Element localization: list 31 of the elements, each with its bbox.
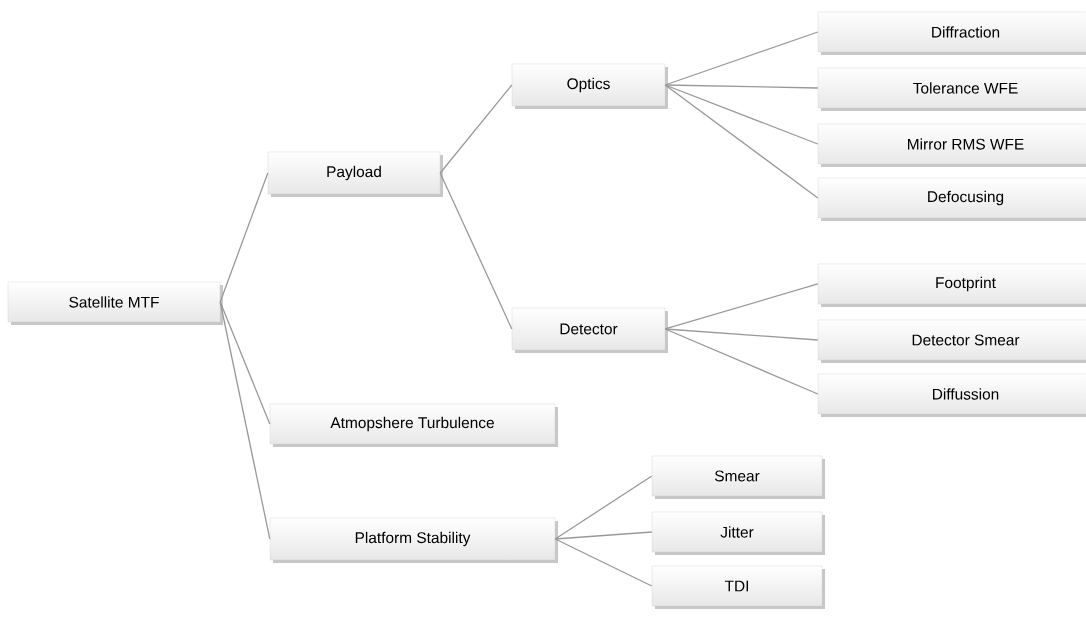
connector-line	[554, 531, 653, 540]
box-node: Smear	[651, 455, 825, 499]
box-node: Detector	[511, 307, 668, 353]
connector-line	[439, 172, 513, 330]
connector-line	[219, 172, 269, 303]
box-node: Mirror RMS WFE	[817, 123, 1086, 167]
connector-line	[664, 283, 819, 330]
box-node: Optics	[511, 63, 668, 109]
connector-line	[664, 84, 819, 199]
box-node: Atmopshere Turbulence	[269, 403, 558, 447]
connector-line	[219, 301, 271, 425]
box-node: TDI	[651, 565, 825, 609]
connector-line	[439, 84, 513, 174]
box-node: Payload	[267, 151, 443, 197]
connector-line	[664, 328, 819, 341]
box-node: Satellite MTF	[7, 281, 223, 325]
box-node: Platform Stability	[269, 517, 558, 563]
box-node: Diffraction	[817, 11, 1086, 55]
box-node: Tolerance WFE	[817, 67, 1086, 111]
box-node: Jitter	[651, 511, 825, 555]
connector-line	[664, 31, 819, 86]
box-node: Footprint	[817, 263, 1086, 307]
box-node: Detector Smear	[817, 319, 1086, 363]
connector-line	[664, 328, 819, 395]
connector-line	[554, 538, 653, 587]
connector-line	[554, 475, 653, 540]
connector-line	[219, 301, 271, 540]
box-node: Defocusing	[817, 177, 1086, 221]
connector-line	[664, 84, 819, 89]
box-node: Diffussion	[817, 373, 1086, 417]
connector-line	[664, 84, 819, 145]
